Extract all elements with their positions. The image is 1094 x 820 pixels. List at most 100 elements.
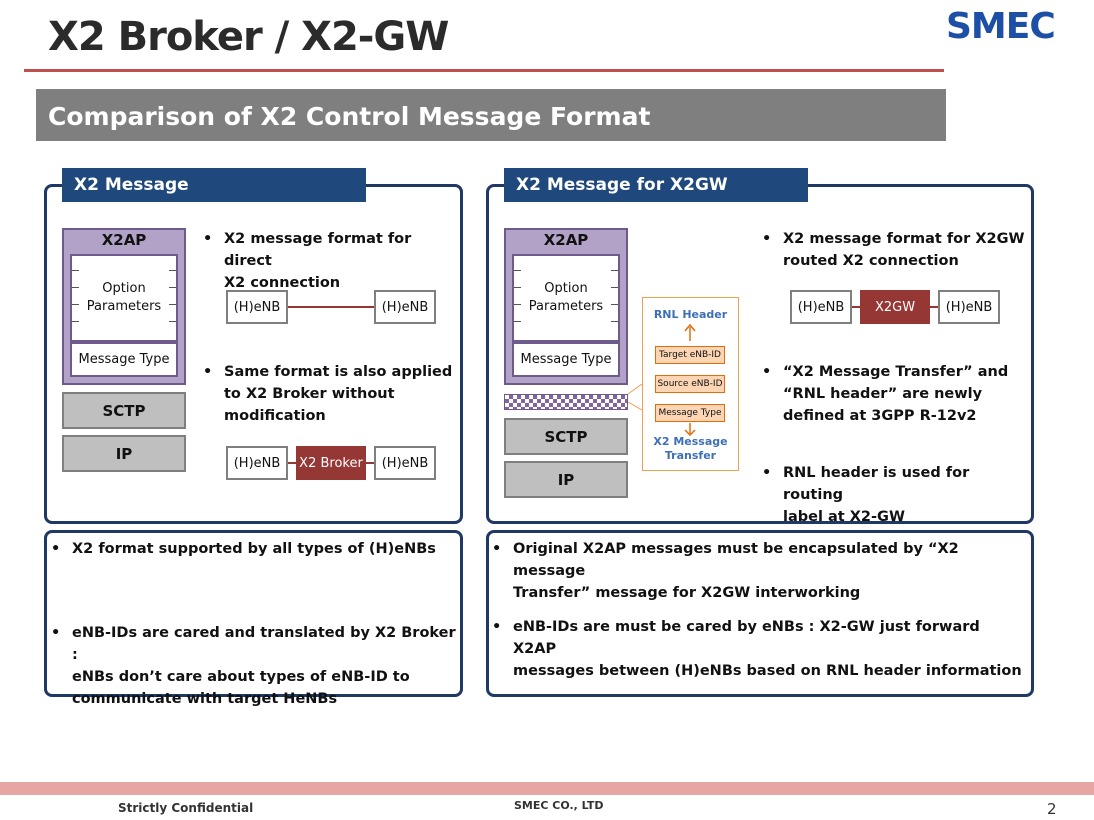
- message-type-label: Message Type: [520, 352, 612, 367]
- bullet-dot: •: [51, 541, 61, 557]
- title-divider: [24, 69, 944, 72]
- sctp-box: SCTP: [62, 392, 186, 429]
- bullet-dot: •: [203, 364, 213, 380]
- param-tick: [72, 287, 79, 288]
- henb-label: (H)eNB: [381, 299, 429, 315]
- henb-label: (H)eNB: [381, 455, 429, 471]
- henb-node: (H)eNB: [938, 290, 1000, 324]
- param-tick: [169, 270, 176, 271]
- param-tick: [514, 287, 521, 288]
- page-number: 2: [1047, 800, 1057, 818]
- rnl-message-type-label: Message Type: [658, 408, 722, 418]
- bullet-dot: •: [51, 625, 61, 641]
- henb-label: (H)eNB: [233, 455, 281, 471]
- bottom-right-bullet-1-text: Original X2AP messages must be encapsula…: [513, 541, 959, 601]
- bottom-left-bullet-1: • X2 format supported by all types of (H…: [51, 538, 456, 562]
- section-title: Comparison of X2 Control Message Format: [36, 89, 946, 141]
- sctp-label: SCTP: [102, 401, 146, 420]
- henb-node: (H)eNB: [374, 290, 436, 324]
- right-panel-tab: X2 Message for X2GW: [504, 168, 808, 202]
- x2ap-label: X2AP: [101, 231, 147, 249]
- footer-company: SMEC CO., LTD: [514, 799, 604, 812]
- bottom-right-bullet-1: • Original X2AP messages must be encapsu…: [492, 538, 1027, 601]
- x2-message-transfer-label: X2 Message Transfer: [653, 435, 728, 462]
- smec-logo: SMEC: [946, 6, 1056, 47]
- bullet-dot: •: [762, 231, 772, 247]
- callout-lines: [627, 383, 643, 411]
- ip-label: IP: [557, 470, 575, 489]
- rnl-header-label: RNL Header: [653, 308, 728, 321]
- left-bullet-1: • X2 message format for direct X2 connec…: [203, 228, 458, 291]
- henb-node: (H)eNB: [374, 446, 436, 480]
- direct-link-line: [286, 306, 376, 308]
- henb-label: (H)eNB: [797, 299, 845, 315]
- param-tick: [514, 321, 521, 322]
- bottom-left-bullet-2: • eNB-IDs are cared and translated by X2…: [51, 622, 456, 707]
- bullet-dot: •: [492, 619, 502, 635]
- option-parameters-box: Option Parameters: [512, 254, 620, 342]
- sctp-box: SCTP: [504, 418, 628, 455]
- sctp-label: SCTP: [544, 427, 588, 446]
- bullet-dot: •: [762, 465, 772, 481]
- bottom-right-panel: [486, 530, 1034, 697]
- param-tick: [611, 321, 618, 322]
- option-parameters-box: Option Parameters: [70, 254, 178, 342]
- x2ap-label: X2AP: [543, 231, 589, 249]
- footer-confidential: Strictly Confidential: [118, 801, 254, 815]
- page-title: X2 Broker / X2-GW: [48, 14, 449, 60]
- bottom-right-bullet-2-text: eNB-IDs are must be cared by eNBs : X2-G…: [513, 619, 1022, 679]
- left-bullet-2-text: Same format is also applied to X2 Broker…: [224, 364, 453, 424]
- message-type-box: Message Type: [512, 342, 620, 377]
- henb-node: (H)eNB: [790, 290, 852, 324]
- right-bullet-3: • RNL header is used for routing label a…: [762, 462, 1028, 525]
- bottom-left-bullet-2-text: eNB-IDs are cared and translated by X2 B…: [72, 625, 456, 707]
- param-tick: [169, 321, 176, 322]
- target-enb-id-box: Target eNB-ID: [655, 346, 725, 364]
- left-bullet-2: • Same format is also applied to X2 Brok…: [203, 361, 458, 429]
- option-parameters-label: Option Parameters: [86, 281, 162, 314]
- bottom-right-bullet-2: • eNB-IDs are must be cared by eNBs : X2…: [492, 616, 1027, 679]
- bullet-dot: •: [203, 231, 213, 247]
- x2-broker-node: X2 Broker: [296, 446, 366, 480]
- param-tick: [611, 270, 618, 271]
- left-bullet-1-text: X2 message format for direct X2 connecti…: [224, 231, 412, 291]
- henb-node: (H)eNB: [226, 446, 288, 480]
- henb-label: (H)eNB: [233, 299, 281, 315]
- left-panel-tab: X2 Message: [62, 168, 366, 202]
- param-tick: [514, 270, 521, 271]
- footer-band: [0, 782, 1094, 795]
- x2gw-node: X2GW: [860, 290, 930, 324]
- option-parameters-label: Option Parameters: [528, 281, 604, 314]
- right-bullet-3-text: RNL header is used for routing label at …: [783, 465, 970, 525]
- param-tick: [611, 304, 618, 305]
- param-tick: [611, 287, 618, 288]
- bottom-left-bullet-1-text: X2 format supported by all types of (H)e…: [72, 541, 436, 557]
- x2gw-label: X2GW: [874, 299, 916, 315]
- arrow-up-icon: [684, 324, 696, 341]
- param-tick: [72, 304, 79, 305]
- ip-label: IP: [115, 444, 133, 463]
- source-enb-id-label: Source eNB-ID: [657, 379, 723, 389]
- henb-node: (H)eNB: [226, 290, 288, 324]
- ip-box: IP: [504, 461, 628, 498]
- bullet-dot: •: [762, 364, 772, 380]
- param-tick: [514, 304, 521, 305]
- right-bullet-2-text: “X2 Message Transfer” and “RNL header” a…: [783, 364, 1009, 424]
- arrow-down-icon: [684, 423, 696, 436]
- x2-message-transfer-strip: [504, 394, 628, 410]
- henb-label: (H)eNB: [945, 299, 993, 315]
- param-tick: [169, 304, 176, 305]
- x2-broker-label: X2 Broker: [299, 455, 363, 471]
- rnl-message-type-box: Message Type: [655, 404, 725, 422]
- right-bullet-1-text: X2 message format for X2GW routed X2 con…: [783, 231, 1025, 269]
- param-tick: [72, 270, 79, 271]
- message-type-label: Message Type: [78, 352, 170, 367]
- ip-box: IP: [62, 435, 186, 472]
- bullet-dot: •: [492, 541, 502, 557]
- param-tick: [72, 321, 79, 322]
- bottom-left-panel: [44, 530, 463, 697]
- right-bullet-1: • X2 message format for X2GW routed X2 c…: [762, 228, 1028, 274]
- source-enb-id-box: Source eNB-ID: [655, 375, 725, 393]
- message-type-box: Message Type: [70, 342, 178, 377]
- target-enb-id-label: Target eNB-ID: [659, 350, 721, 360]
